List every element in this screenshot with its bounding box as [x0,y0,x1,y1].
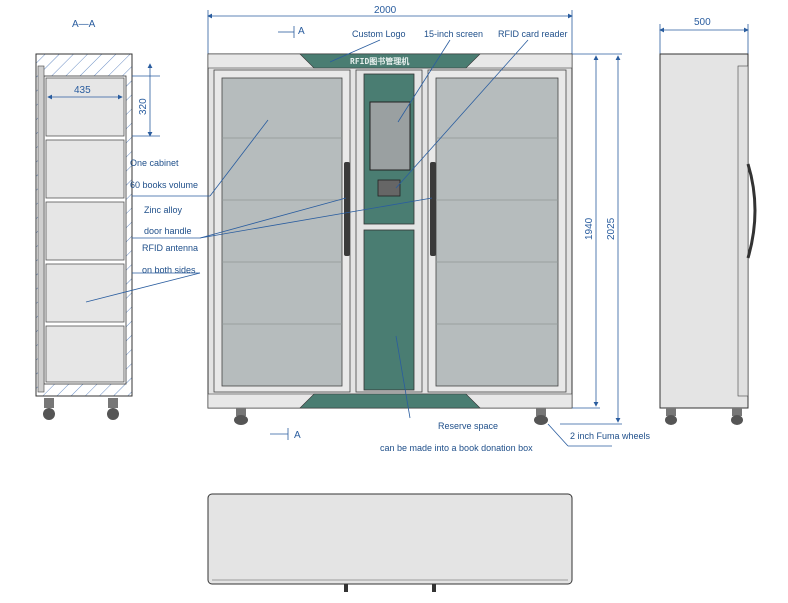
svg-text:A: A [298,26,305,37]
reserve-space-panel [363,229,415,391]
label-books-volume: 60 books volume [130,180,198,190]
side-view: 500 [659,17,757,425]
right-door-handle [430,162,436,256]
label-door-handle: door handle [144,226,192,236]
top-view [207,493,573,592]
left-glass [221,77,343,387]
section-wheels [43,398,119,420]
front-view: 2000 A A RFID图书管理机 [207,5,622,441]
right-shelf-lines [436,137,558,325]
left-door-handle [344,162,350,256]
front-wheels [234,408,548,425]
side-door-edge [737,65,749,397]
dim-width-label: 2000 [374,5,397,16]
shelf-compartment [45,201,125,261]
logo-text: RFID图书管理机 [350,56,409,66]
label-reserve-space: Reserve space [438,421,498,431]
dim-depth-label: 500 [694,17,711,28]
label-zinc-alloy: Zinc alloy [144,205,183,215]
label-one-cabinet: One cabinet [130,158,179,168]
dim-height-inner-label: 1940 [584,217,595,240]
svg-text:A: A [294,430,301,441]
section-shelves [45,77,125,383]
section-title: A—A [72,19,96,30]
label-donation-box: can be made into a book donation box [380,443,533,453]
section-mark-top: A [278,26,305,38]
label-wheels: 2 inch Fuma wheels [570,431,651,441]
card-reader [377,179,401,197]
shelf-compartment [45,139,125,199]
label-screen: 15-inch screen [424,29,483,39]
shelf-compartment [45,77,125,137]
bottom-trim [299,393,481,409]
right-glass [435,77,559,387]
label-custom-logo: Custom Logo [352,29,406,39]
label-card-reader: RFID card reader [498,29,568,39]
section-door [37,65,45,393]
side-wheels [665,408,743,425]
label-rfid-antenna: RFID antenna [142,243,198,253]
side-body [659,53,749,409]
section-view: A—A 435 320 [35,19,160,420]
section-mark-bottom: A [270,428,301,441]
dim-width-label: 435 [74,85,91,96]
top-view-handles [344,584,436,592]
top-view-body [207,493,573,585]
dim-height-outer-label: 2025 [606,217,617,240]
shelf-compartment [45,263,125,323]
side-handle [746,163,757,259]
dim-height-label: 320 [138,98,149,115]
shelf-compartment [45,325,125,383]
leader-lines [85,39,612,447]
label-both-sides: on both sides [142,265,196,275]
logo-banner [299,53,481,69]
left-shelf-lines [222,137,342,325]
